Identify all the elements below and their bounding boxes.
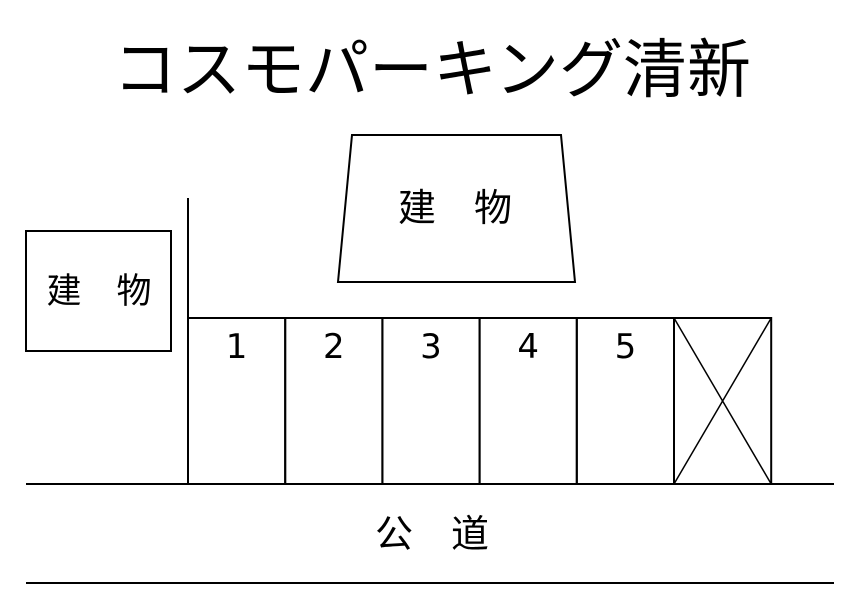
parking-space: 3: [381, 317, 481, 485]
building-top-label: 建 物: [398, 186, 512, 230]
parking-space: 4: [478, 317, 578, 485]
building-left-label: 建 物: [46, 272, 151, 312]
public-road: 公 道: [26, 483, 834, 584]
page-title: コスモパーキング清新: [113, 34, 751, 108]
building-top: 建 物: [336, 134, 577, 283]
parking-space-number: 1: [226, 327, 248, 367]
parking-space-unavailable: [673, 317, 773, 485]
parking-space: 2: [284, 317, 384, 485]
road-label: 公 道: [375, 512, 489, 556]
parking-space-number: 4: [517, 327, 539, 367]
parking-space-number: 3: [420, 327, 442, 367]
parking-space-number: 5: [615, 327, 637, 367]
parking-space: 5: [575, 317, 675, 485]
parking-space: 1: [187, 317, 287, 485]
building-top-outline: [336, 134, 577, 283]
parking-space-number: 2: [323, 327, 345, 367]
building-left-outline: [25, 230, 172, 352]
building-left: 建 物: [25, 230, 172, 352]
unavailable-cross-line: [673, 317, 772, 485]
parking-spaces: 1 2 3 4 5: [187, 317, 773, 485]
